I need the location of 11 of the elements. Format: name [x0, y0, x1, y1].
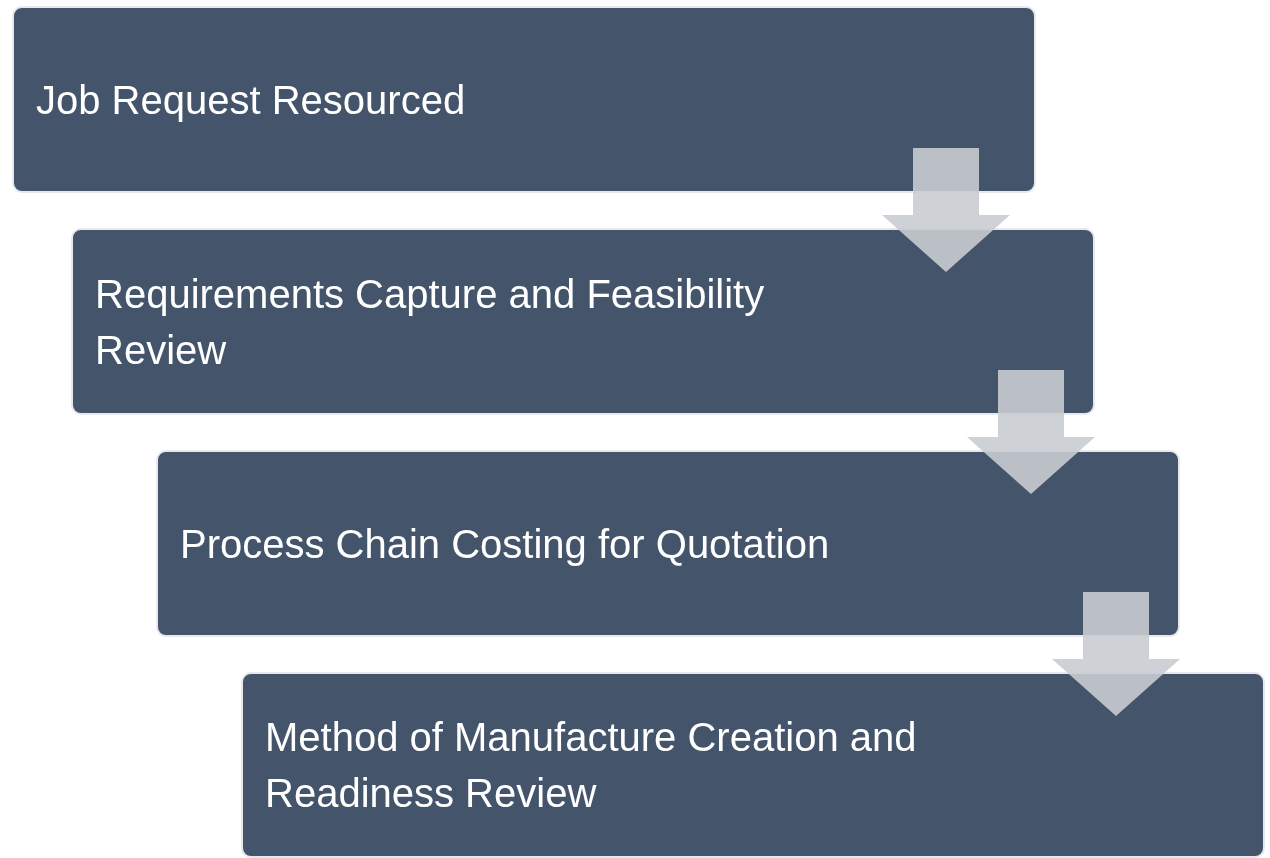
down-arrow: [1052, 592, 1180, 716]
step-label: Job Request Resourced: [36, 76, 466, 124]
step-label: Requirements Capture and Feasibility Review: [95, 270, 766, 374]
down-arrow: [882, 148, 1010, 272]
process-box: [12, 6, 1036, 193]
process-box: [156, 450, 1180, 637]
step-label: Process Chain Costing for Quotation: [180, 520, 830, 568]
step-label: Method of Manufacture Creation and Readiness Review: [265, 714, 918, 817]
process-box: [71, 228, 1095, 415]
down-arrow: [967, 370, 1095, 494]
process-box: [241, 672, 1265, 858]
